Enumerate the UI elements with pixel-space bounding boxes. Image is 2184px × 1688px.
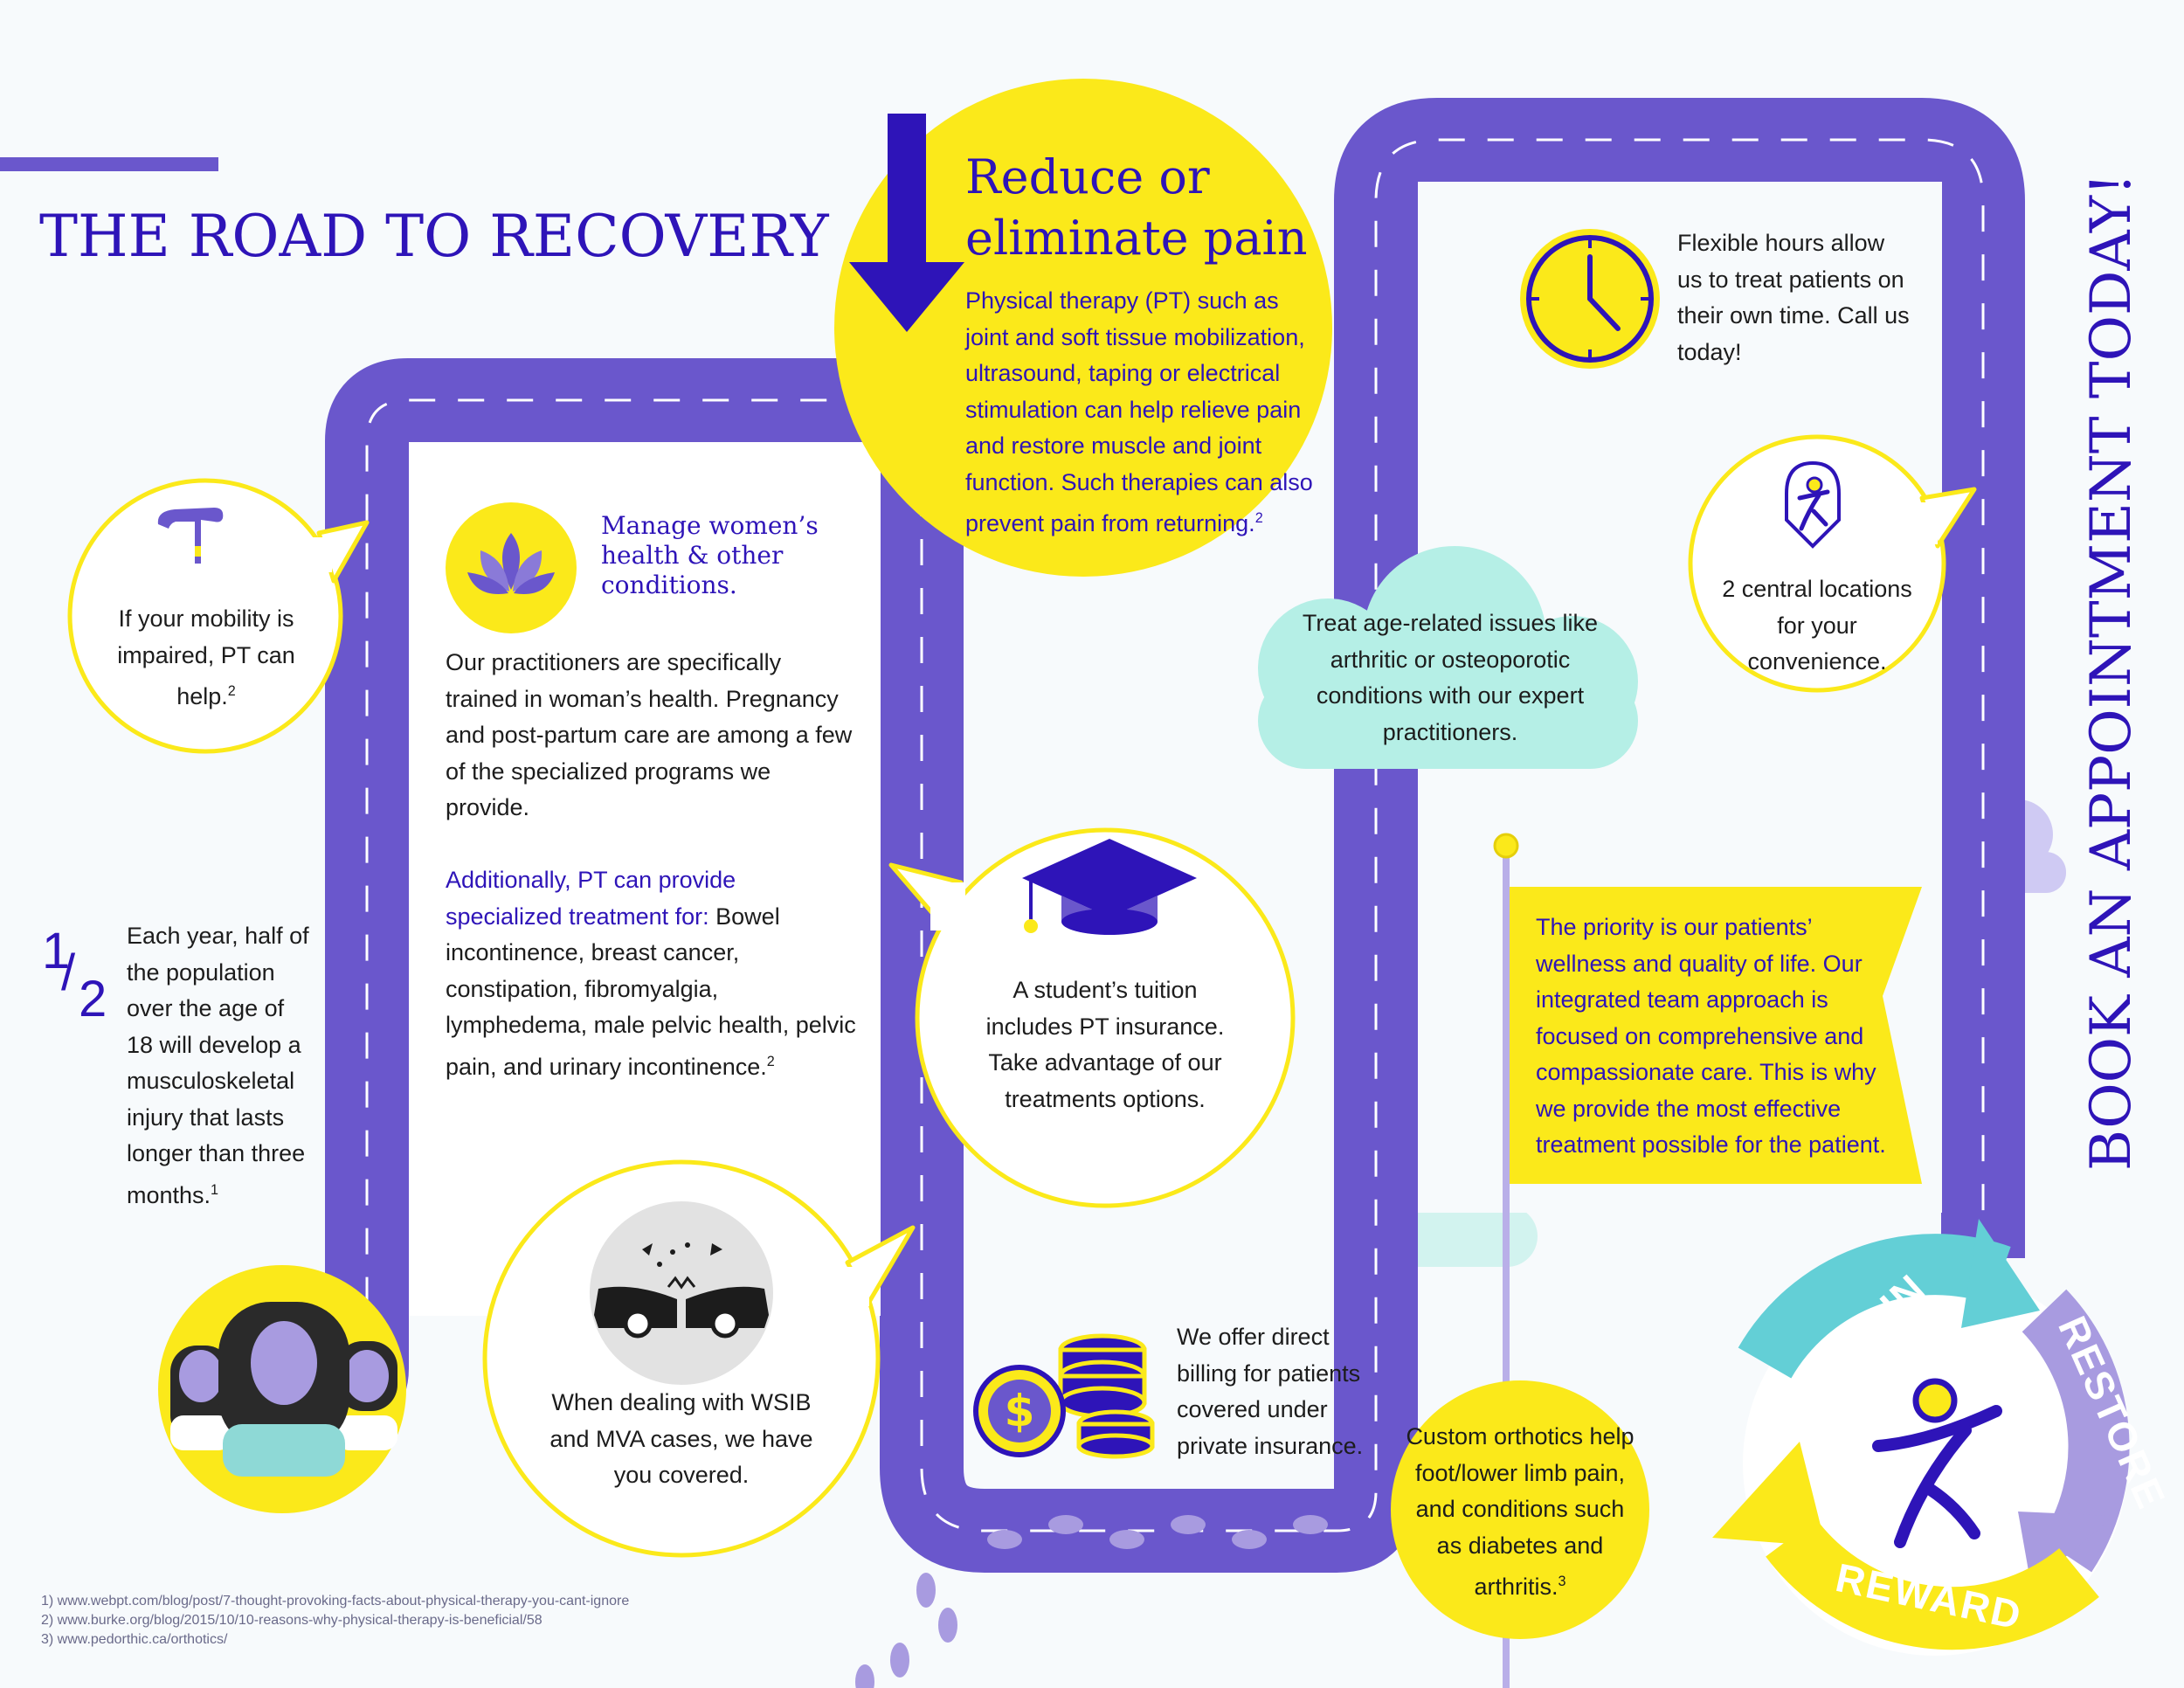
person-logo-icon	[1870, 1376, 2009, 1555]
womens-health-list: Additionally, PT can provide specialized…	[446, 862, 856, 1085]
down-arrow-icon	[849, 114, 964, 332]
footprints-decoration	[855, 1515, 1328, 1688]
reduce-pain-heading-line1: Reduce or	[965, 149, 1210, 204]
priority-flag	[1510, 887, 1922, 1184]
location-pin-icon	[1782, 459, 1843, 555]
fraction-numerator: 1	[42, 923, 71, 979]
half-stat-text: Each year, half of the population over t…	[127, 918, 310, 1214]
reduce-pain-text: Physical therapy (PT) such as joint and …	[965, 287, 1313, 536]
orthotics-circle	[1391, 1380, 1649, 1639]
student-text: A student’s tuition includes PT insuranc…	[985, 977, 1225, 1112]
half-stat-body: Each year, half of the population over t…	[127, 923, 309, 1208]
mobility-ref: 2	[227, 683, 236, 699]
car-crash-icon	[590, 1201, 773, 1389]
locations-text: 2 central locations for your convenience…	[1722, 576, 1912, 675]
lotus-icon	[446, 502, 577, 638]
womens-health-conditions: Bowel incontinence, breast cancer, const…	[446, 903, 856, 1080]
fraction-slash: /	[61, 944, 76, 1001]
mobility-text-body: If your mobility is impaired, PT can hel…	[117, 605, 295, 709]
reduce-pain-circle	[834, 79, 1332, 577]
page-title: THE ROAD TO RECOVERY	[39, 203, 829, 270]
people-group-icon	[162, 1293, 406, 1490]
womens-health-highlight: Additionally, PT can provide specialized…	[446, 867, 736, 930]
flag-pole-top	[1493, 833, 1519, 859]
cane-icon	[153, 502, 232, 585]
footnote-1[interactable]: 1) www.webpt.com/blog/post/7-thought-pro…	[41, 1594, 630, 1608]
svg-text:$: $	[1005, 1386, 1035, 1436]
flag-pole	[1503, 843, 1510, 1688]
reduce-pain-heading: Reduce or eliminate pain	[965, 147, 1308, 269]
orthotics-text: Custom orthotics help foot/lower limb pa…	[1402, 1419, 1638, 1606]
age-cloud	[1258, 546, 1638, 769]
priority-text: The priority is our patients’ wellness a…	[1536, 914, 1886, 1158]
half-fraction: 1 / 2	[35, 917, 114, 1031]
footnote-3[interactable]: 3) www.pedorthic.ca/orthotics/	[41, 1632, 228, 1647]
womens-health-body: Our practitioners are specifically train…	[446, 649, 853, 820]
age-issues-text: Treat age-related issues like arthritic …	[1302, 610, 1599, 745]
half-stat-ref: 1	[211, 1181, 219, 1198]
footnotes: 1) www.webpt.com/blog/post/7-thought-pro…	[41, 1592, 629, 1650]
student-bubble	[888, 827, 1296, 1208]
road-lane-markings	[301, 138, 1985, 1532]
coins-icon: $	[971, 1332, 1155, 1463]
footnote-2[interactable]: 2) www.burke.org/blog/2015/10/10-reasons…	[41, 1613, 543, 1628]
womens-health-heading: Manage women’s health & other conditions…	[601, 511, 819, 599]
reduce-pain-body: Physical therapy (PT) such as joint and …	[965, 283, 1319, 543]
locations-bubble	[1688, 434, 1977, 693]
billing-text: We offer direct billing for patients cov…	[1177, 1324, 1364, 1459]
reduce-pain-ref: 2	[1254, 510, 1263, 526]
womens-health-ref: 2	[766, 1053, 775, 1069]
hours-text: Flexible hours allow us to treat patient…	[1677, 230, 1910, 365]
wsib-text: When dealing with WSIB and MVA cases, we…	[549, 1389, 813, 1488]
header-rule	[0, 157, 218, 171]
clock-icon	[1520, 229, 1660, 373]
graduation-cap-icon	[1018, 834, 1201, 952]
mobility-text: If your mobility is impaired, PT can hel…	[109, 601, 303, 716]
mobility-bubble	[67, 478, 370, 754]
book-appointment-title: BOOK AN APPOINTMENT TODAY!	[2079, 173, 2144, 1171]
fraction-denominator: 2	[79, 971, 107, 1027]
reduce-pain-heading-line2: eliminate pain	[965, 211, 1308, 266]
orthotics-ref: 3	[1558, 1574, 1566, 1589]
orthotics-body: Custom orthotics help foot/lower limb pa…	[1406, 1423, 1635, 1600]
